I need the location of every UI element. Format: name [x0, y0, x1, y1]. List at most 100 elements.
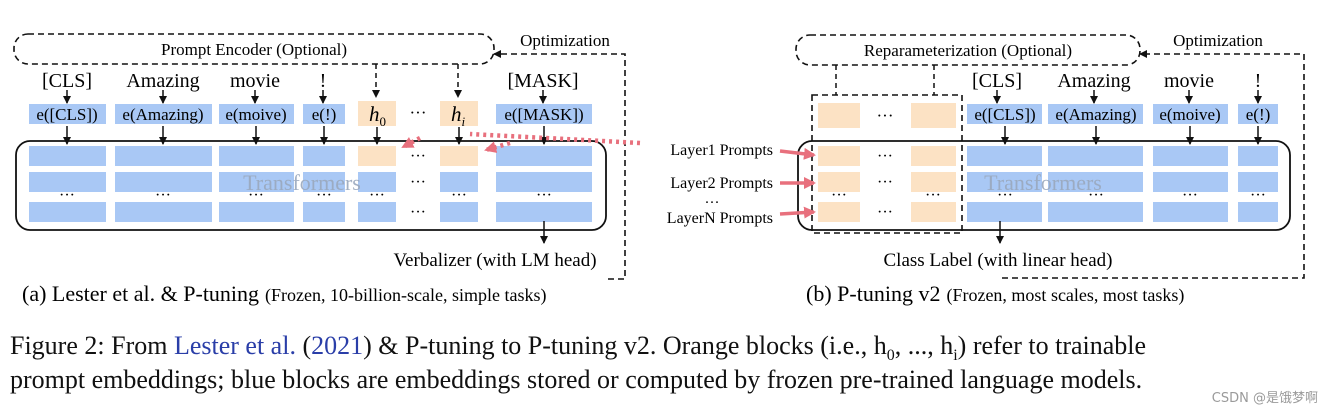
right-block [1238, 172, 1278, 192]
layern-prompts-label: LayerN Prompts [667, 210, 773, 227]
right-grid-vdots: ··· [925, 187, 941, 204]
left-block [496, 202, 592, 222]
reparam-label: Reparameterization (Optional) [864, 41, 1072, 60]
left-subtitle: (a) Lester et al. & P-tuning(Frozen, 10-… [22, 281, 546, 306]
left-block [29, 202, 106, 222]
caption-h0-sub: 0 [886, 347, 895, 365]
right-token-movie: movie [1164, 70, 1214, 92]
left-block [358, 172, 396, 192]
figure-caption-line2: prompt embeddings; blue blocks are embed… [10, 365, 1143, 394]
left-block [219, 146, 294, 166]
left-block [358, 202, 396, 222]
citation-year-link[interactable]: 2021 [311, 331, 364, 360]
right-transformers-label: Transformers [984, 170, 1102, 195]
right-block [1153, 146, 1228, 166]
right-block [1238, 146, 1278, 166]
right-token-cls: [CLS] [972, 70, 1022, 92]
right-emb-cls [967, 104, 1042, 124]
reparam-box [795, 34, 1141, 66]
left-emb-h0-label: h0 [369, 102, 386, 129]
right-block [1238, 202, 1278, 222]
right-grid-dots: ··· [877, 148, 893, 165]
left-block [303, 202, 345, 222]
prompt-encoder-label: Prompt Encoder (Optional) [161, 40, 347, 59]
left-emb-mask-label: e([MASK]) [504, 105, 583, 124]
right-top-prompt-a [818, 103, 860, 128]
right-prompt-block [818, 172, 860, 192]
left-emb-amazing [115, 104, 212, 124]
left-panel: Prompt Encoder (Optional) Optimization [… [13, 31, 626, 306]
right-emb-amazing [1048, 104, 1143, 124]
right-transformer-grid: ··························· [818, 146, 1278, 222]
left-block [115, 146, 212, 166]
left-emb-amazing-label: e(Amazing) [122, 105, 203, 124]
left-block [496, 146, 592, 166]
right-prompt-block [911, 202, 956, 222]
right-block [967, 202, 1042, 222]
left-grid-vdots: ··· [536, 187, 552, 204]
left-emb-dots: ··· [410, 103, 427, 122]
left-block [29, 146, 106, 166]
class-label-text: Class Label (with linear head) [884, 250, 1113, 271]
citation-close: ) [363, 331, 372, 360]
right-prompt-block [818, 202, 860, 222]
left-prompt-block [440, 146, 478, 166]
left-emb-hi-label: hi [451, 102, 466, 129]
layer1-arrow [779, 147, 816, 160]
left-grid-dots: ··· [410, 174, 426, 191]
left-verbalizer-label: Verbalizer (with LM head) [393, 250, 596, 271]
left-grid-vdots: ··· [316, 187, 332, 204]
layern-arrow [779, 206, 816, 219]
left-prompt-block [358, 146, 396, 166]
right-prompt-block [911, 172, 956, 192]
right-optimization-loop [1002, 50, 1305, 279]
right-emb-bang-label: e(!) [1246, 105, 1271, 124]
left-transformer-box [15, 140, 607, 231]
right-block [1048, 172, 1143, 192]
citation-open: ( [302, 331, 312, 360]
right-block [1048, 146, 1143, 166]
left-transformer-grid: ······························ [29, 146, 592, 222]
left-block [115, 202, 212, 222]
prompt-connector-dotted [469, 131, 641, 146]
right-grid-dots: ··· [877, 174, 893, 191]
right-emb-amazing-label: e(Amazing) [1055, 105, 1136, 124]
right-top-prompt-dots: ··· [877, 106, 894, 125]
left-emb-mask [496, 104, 592, 124]
right-block [1048, 202, 1143, 222]
right-block [967, 172, 1042, 192]
left-block [303, 146, 345, 166]
right-block [1153, 202, 1228, 222]
right-token-amazing: Amazing [1057, 70, 1130, 92]
caption-prefix: Figure 2: From [10, 331, 168, 360]
left-grid-dots: ··· [410, 148, 426, 165]
left-block [496, 172, 592, 192]
figure-caption-line1: Figure 2: From Lester et al. (2021) & P-… [10, 330, 1146, 372]
left-emb-cls [29, 104, 106, 124]
prompt-connector-arrow-h0 [401, 136, 422, 149]
right-transformer-box [797, 140, 1291, 231]
left-grid-vdots: ··· [248, 187, 264, 204]
left-grid-vdots: ··· [155, 187, 171, 204]
right-block [967, 146, 1042, 166]
right-grid-vdots: ··· [831, 187, 847, 204]
right-token-bang: ! [1255, 70, 1262, 92]
prompt-column-box [811, 94, 963, 234]
citation-author-link[interactable]: Lester et al. [173, 331, 296, 360]
left-grid-dots: ··· [410, 204, 426, 221]
left-block [219, 172, 294, 192]
left-token-movie: movie [230, 70, 280, 92]
right-grid-dots: ··· [877, 204, 893, 221]
right-grid-vdots: ··· [1250, 187, 1266, 204]
left-emb-movie-label: e(moive) [225, 105, 286, 124]
left-block [115, 172, 212, 192]
right-panel: Reparameterization (Optional) Optimizati… [667, 31, 1305, 306]
left-emb-movie [219, 104, 294, 124]
right-grid-vdots: ··· [1182, 187, 1198, 204]
right-grid-vdots: ··· [997, 187, 1013, 204]
layer-dots: ··· [705, 195, 720, 211]
caption-middle: , ..., h [894, 331, 954, 360]
left-optimization-label: Optimization [520, 31, 610, 50]
caption-after-cite: & P-tuning to P-tuning v2. Orange blocks… [378, 331, 887, 360]
